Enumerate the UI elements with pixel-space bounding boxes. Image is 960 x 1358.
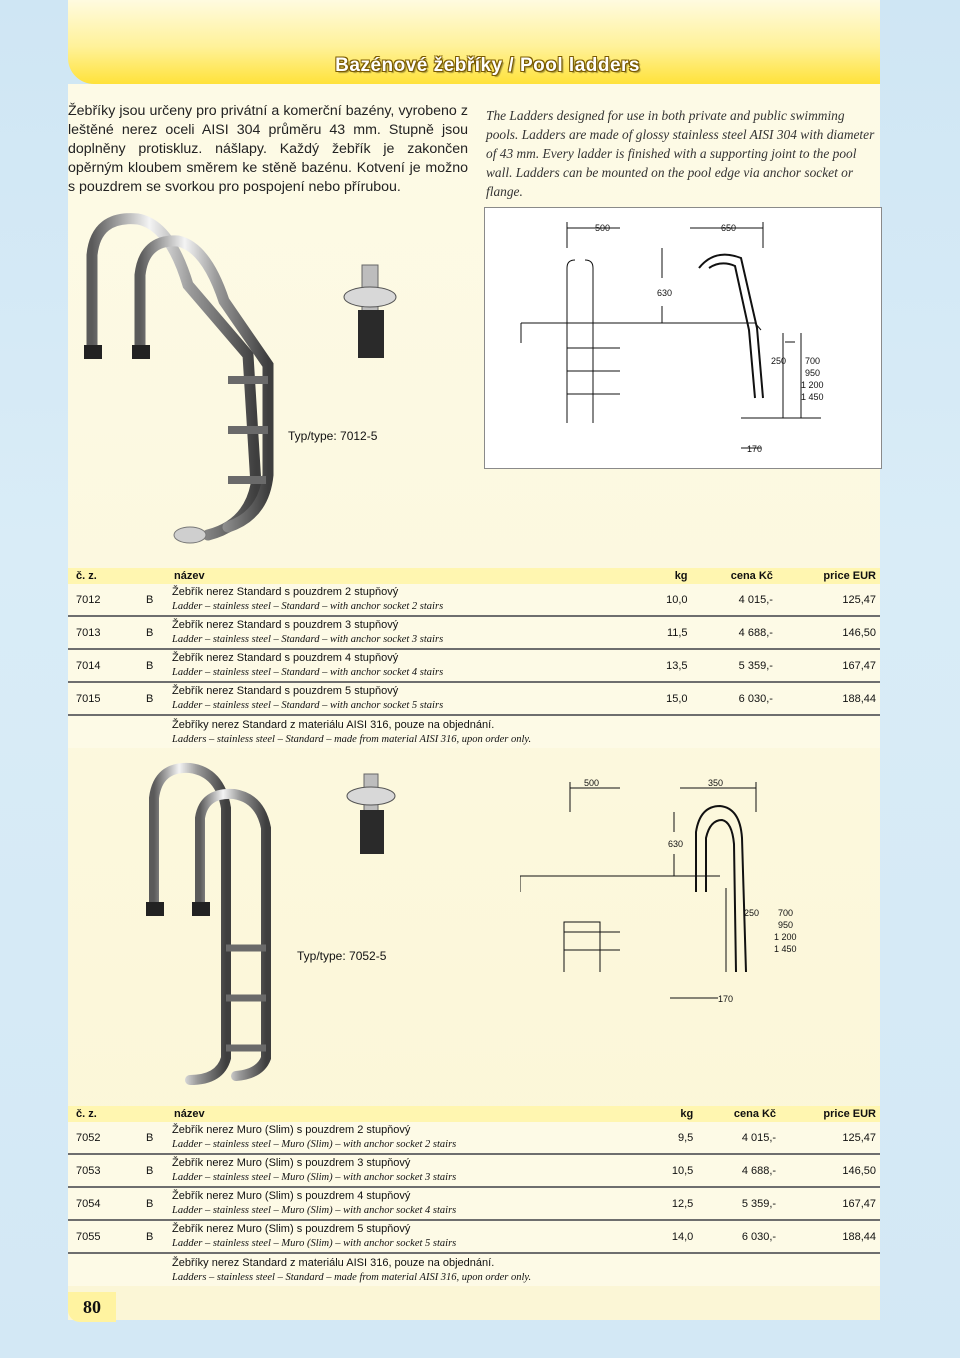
price-table-slim: č. z. název kg cena Kč price EUR 7052 B … bbox=[68, 1106, 880, 1286]
page-number: 80 bbox=[68, 1292, 116, 1322]
table-row: 7013 B Žebřík nerez Standard s pouzdrem … bbox=[68, 616, 880, 650]
type-label-slim: Typ/type: 7052-5 bbox=[297, 949, 387, 963]
dim-depth-3-2: 1 200 bbox=[774, 932, 797, 942]
price-table-standard: č. z. název kg cena Kč price EUR 7012 B … bbox=[68, 568, 880, 748]
dim-height: 630 bbox=[657, 288, 672, 298]
dim-base-2: 170 bbox=[718, 994, 733, 1004]
dim-base: 170 bbox=[747, 444, 762, 454]
page-title: Bazénové žebříky / Pool ladders bbox=[335, 55, 640, 76]
table-row: 7055 B Žebřík nerez Muro (Slim) s pouzdr… bbox=[68, 1220, 880, 1254]
dim-top-right: 650 bbox=[721, 223, 736, 233]
col-kg: kg bbox=[641, 568, 692, 584]
title-banner: Bazénové žebříky / Pool ladders bbox=[68, 0, 880, 84]
dim-step: 250 bbox=[771, 356, 786, 366]
dim-depth-2: 950 bbox=[805, 368, 820, 378]
type-label-standard: Typ/type: 7012-5 bbox=[288, 429, 378, 443]
table-row: 7014 B Žebřík nerez Standard s pouzdrem … bbox=[68, 649, 880, 683]
dim-depth-1-2: 700 bbox=[778, 908, 793, 918]
col-class bbox=[142, 568, 170, 584]
dimension-diagram-standard: 500 650 630 250 700 950 1 200 1 450 170 bbox=[484, 207, 882, 469]
dim-top-right-2: 350 bbox=[708, 778, 723, 788]
dim-depth-4-2: 1 450 bbox=[774, 944, 797, 954]
intro-czech: Žebříky jsou určeny pro privátní a komer… bbox=[68, 103, 468, 195]
table-row: 7054 B Žebřík nerez Muro (Slim) s pouzdr… bbox=[68, 1187, 880, 1221]
dim-depth-3: 1 200 bbox=[801, 380, 824, 390]
ladder-photo-standard bbox=[84, 213, 397, 544]
dim-depth-2-2: 950 bbox=[778, 920, 793, 930]
table-row: 7012 B Žebřík nerez Standard s pouzdrem … bbox=[68, 584, 880, 617]
table-row: 7015 B Žebřík nerez Standard s pouzdrem … bbox=[68, 682, 880, 716]
table-note: Žebříky nerez Standard z materiálu AISI … bbox=[172, 1256, 532, 1283]
col-code: č. z. bbox=[68, 568, 142, 584]
dim-step-2: 250 bbox=[744, 908, 759, 918]
dim-depth-1: 700 bbox=[805, 356, 820, 366]
table-row: 7052 B Žebřík nerez Muro (Slim) s pouzdr… bbox=[68, 1122, 880, 1155]
col-price-czk: cena Kč bbox=[697, 1106, 781, 1122]
intro-english: The Ladders designed for use in both pri… bbox=[486, 108, 875, 199]
col-name: název bbox=[170, 568, 642, 584]
dim-depth-4: 1 450 bbox=[801, 392, 824, 402]
col-price-eur: price EUR bbox=[780, 1106, 880, 1122]
dimension-diagram-slim: 500 350 630 250 700 950 1 200 1 450 170 bbox=[520, 778, 797, 1004]
col-code: č. z. bbox=[68, 1106, 142, 1122]
dim-height-2: 630 bbox=[668, 839, 683, 849]
col-class bbox=[142, 1106, 170, 1122]
dim-top-left: 500 bbox=[595, 223, 610, 233]
col-price-eur: price EUR bbox=[776, 568, 880, 584]
table-row: 7053 B Žebřík nerez Muro (Slim) s pouzdr… bbox=[68, 1154, 880, 1188]
col-name: název bbox=[170, 1106, 649, 1122]
table-note: Žebříky nerez Standard z materiálu AISI … bbox=[172, 718, 532, 745]
col-price-czk: cena Kč bbox=[691, 568, 777, 584]
dim-top-left-2: 500 bbox=[584, 778, 599, 788]
ladder-photo-slim bbox=[146, 762, 396, 1085]
col-kg: kg bbox=[648, 1106, 698, 1122]
